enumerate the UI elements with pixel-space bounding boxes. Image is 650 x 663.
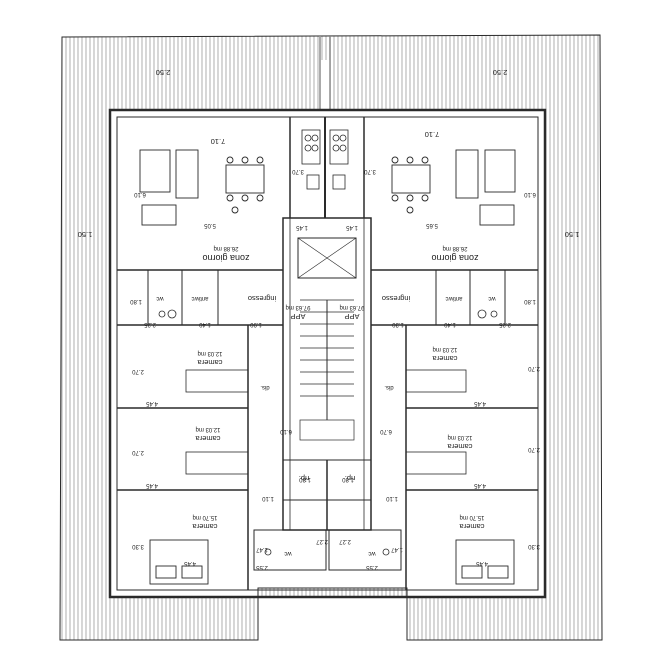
- living-furniture-left: [139, 149, 265, 226]
- dim-bed1-depth-right: 2.70: [528, 365, 540, 371]
- living-left-area: 26.88 mq: [213, 245, 238, 251]
- dim-rip-w-left: 1.80: [299, 476, 311, 482]
- building-walls: [108, 108, 547, 599]
- dim-master-depth-left: 3.30: [132, 543, 144, 549]
- dim-living-depth-left: 6.10: [134, 191, 146, 197]
- dim-side-right: 1.50: [565, 230, 580, 239]
- staircase: [299, 299, 355, 441]
- antiwc-left-label: antiwc: [191, 295, 208, 301]
- beds: [149, 539, 515, 585]
- bed2-left-label: camera: [195, 434, 221, 443]
- master-left-label: camera: [192, 522, 218, 531]
- dim-antiwc-left: 1.40: [199, 321, 211, 327]
- bed2-right-area: 12.03 mq: [447, 434, 472, 440]
- dim-stair-left: 6.10: [280, 428, 292, 434]
- dim-bed2-width-left: 4.45: [146, 482, 158, 488]
- dim-living-depth-right: 6.10: [524, 191, 536, 197]
- bed1-left-area: 12.03 mq: [197, 350, 222, 356]
- wc-left-label: wc: [156, 295, 164, 301]
- bed2-left-area: 12.03 mq: [195, 426, 220, 432]
- bed2-right-label: camera: [447, 442, 473, 451]
- dim-wc2-right: 1.47: [391, 546, 403, 552]
- living-right-label: zona giorno: [431, 253, 478, 263]
- app-left-area: 97.63 mq: [285, 304, 310, 310]
- bed1-right-area: 12.03 mq: [432, 346, 457, 352]
- dim-side-left: 1.50: [78, 230, 93, 239]
- dim-corr-left: 1.90: [250, 321, 262, 327]
- dim-rip-h-right: 1.10: [386, 495, 398, 501]
- antiwc-right-label: antiwc: [445, 295, 462, 301]
- dim-top-right: 2.50: [493, 68, 508, 77]
- dim-misc-right: 2.25: [499, 321, 511, 327]
- entry-right-label: ingresso: [382, 294, 410, 303]
- dim-master-width-right: 4.45: [476, 560, 488, 566]
- dim-top-left: 2.50: [156, 68, 171, 77]
- dim-bed1-depth-left: 2.70: [132, 368, 144, 374]
- master-right-label: camera: [459, 522, 485, 531]
- sanitary-fixtures: [158, 309, 498, 556]
- dim-bed2-width-right: 4.45: [474, 482, 486, 488]
- app-right-label: APP: [344, 312, 359, 321]
- bed1-right-label: camera: [432, 354, 458, 363]
- dim-wc2-left: 1.47: [256, 546, 268, 552]
- labels: 2.50 2.50 1.50 1.50 7.10 7.10 6.10 6.10 …: [78, 68, 580, 570]
- living-furniture-right: [391, 149, 516, 226]
- dim-master-width-left: 4.45: [184, 560, 196, 566]
- bed1-left-label: camera: [197, 358, 223, 367]
- dim-bed-width-left: 4.45: [146, 400, 158, 406]
- dim-stair-right: 6.70: [380, 428, 392, 434]
- app-left-label: APP: [290, 312, 305, 321]
- dim-kitchen-right: 3.70: [364, 168, 376, 174]
- living-right-area: 26.88 mq: [442, 245, 467, 251]
- dim-misc-left: 2.25: [144, 321, 156, 327]
- dim-bath-right: 1.80: [524, 298, 536, 304]
- dim-living-width-left: 7.10: [211, 137, 226, 146]
- wc2-right-label: wc: [368, 550, 376, 556]
- kitchen-fixtures: [301, 129, 349, 190]
- dim-rip-w-right: 1.80: [342, 476, 354, 482]
- dim-bed-width-right: 4.45: [474, 400, 486, 406]
- dim-living-sub-left: 5.05: [204, 222, 216, 228]
- dim-antiwc-right: 1.40: [444, 321, 456, 327]
- dim-hall-right: 1.45: [346, 224, 358, 230]
- dim-bed2-depth-right: 2.70: [528, 446, 540, 452]
- living-left-label: zona giorno: [202, 253, 249, 263]
- dim-living-width-right: 7.10: [425, 130, 440, 139]
- dim-wc2-w-right: 2.55: [366, 564, 378, 570]
- dim-bath-left: 1.80: [130, 298, 142, 304]
- wc-right-label: wc: [488, 295, 496, 301]
- dim-hall-left: 1.45: [296, 224, 308, 230]
- dim-living-sub-right: 5.65: [426, 222, 438, 228]
- rip-right-label: rip.: [345, 474, 355, 483]
- dim-wc2-d-right: 2.27: [339, 538, 351, 544]
- entry-left-label: ingresso: [248, 294, 276, 303]
- dim-master-depth-right: 3.30: [528, 543, 540, 549]
- app-right-area: 97.63 mq: [339, 304, 364, 310]
- dim-wc2-w-left: 2.55: [256, 564, 268, 570]
- master-left-area: 15.70 mq: [192, 514, 217, 520]
- wc2-left-label: wc: [284, 550, 292, 556]
- dis-right-label: dis.: [384, 384, 394, 390]
- dim-kitchen-left: 3.70: [292, 168, 304, 174]
- dim-rip-h-left: 1.10: [262, 495, 274, 501]
- dis-left-label: dis.: [260, 384, 270, 390]
- rip-left-label: rip.: [299, 474, 309, 483]
- master-right-area: 15.70 mq: [459, 514, 484, 520]
- dim-bed2-depth-left: 2.70: [132, 449, 144, 455]
- dim-corr-right: 1.30: [392, 321, 404, 327]
- dim-wc2-d-left: 2.27: [316, 538, 328, 544]
